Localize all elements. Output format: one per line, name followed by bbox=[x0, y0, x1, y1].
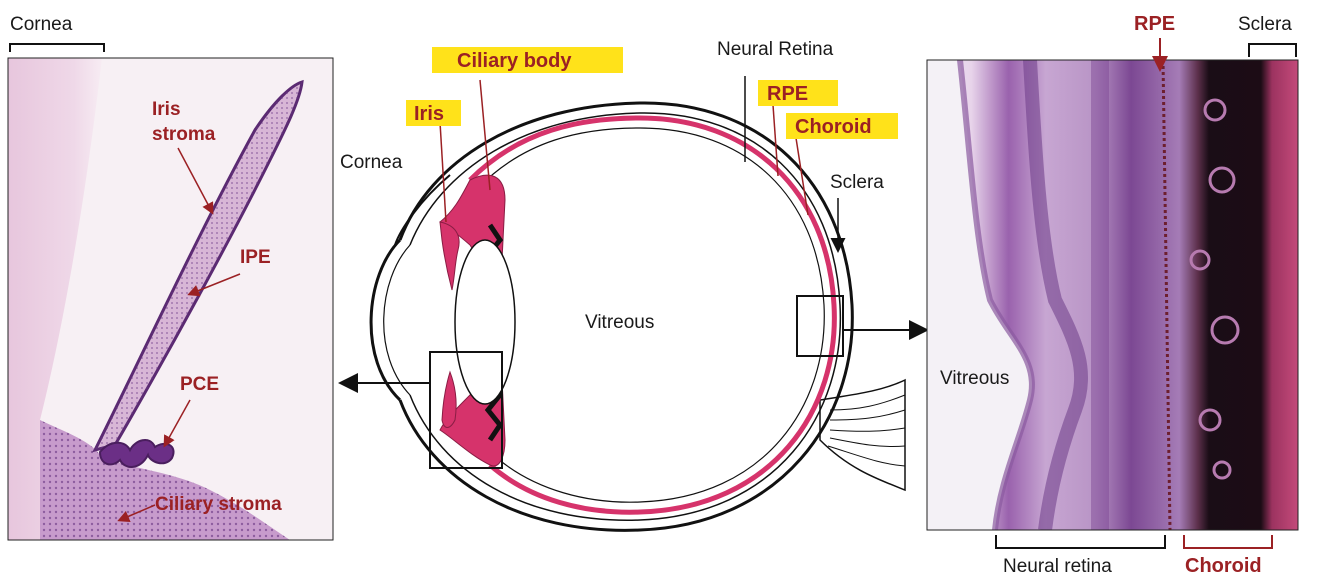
iris-label: Iris bbox=[414, 103, 444, 125]
rpe-label: RPE bbox=[767, 83, 808, 105]
right-rpe-label: RPE bbox=[1134, 13, 1175, 35]
cornea-bracket-label: Cornea bbox=[10, 14, 73, 35]
pce-label: PCE bbox=[180, 374, 219, 395]
iris-stroma-label-line2: stroma bbox=[152, 124, 216, 145]
vitreous-label: Vitreous bbox=[585, 312, 654, 333]
ciliary-stroma-label: Ciliary stroma bbox=[155, 494, 282, 515]
iris-stroma-label-line1: Iris bbox=[152, 99, 181, 120]
iris-top bbox=[440, 222, 459, 290]
cornea-bracket bbox=[10, 44, 104, 52]
ipe-label: IPE bbox=[240, 247, 271, 268]
pce-tissue bbox=[100, 440, 174, 467]
ciliary-body-label: Ciliary body bbox=[457, 50, 572, 72]
cornea-label: Cornea bbox=[340, 152, 403, 173]
optic-nerve bbox=[820, 380, 905, 490]
right-histology-panel: RPE Sclera Vitreous Neural retina Choroi… bbox=[927, 13, 1298, 577]
left-histology-panel: Cornea Iris stroma IPE PCE Ciliary strom… bbox=[8, 14, 333, 540]
eye-schematic bbox=[371, 76, 905, 530]
choroid-bracket bbox=[1184, 535, 1272, 548]
choroid-label: Choroid bbox=[795, 116, 872, 138]
cornea-outline bbox=[371, 240, 400, 400]
choroid-bottom-label: Choroid bbox=[1185, 555, 1262, 577]
iris-bottom bbox=[442, 372, 456, 428]
sclera-label: Sclera bbox=[830, 172, 884, 193]
neural-retina-label: Neural Retina bbox=[717, 39, 834, 60]
sclera-bracket bbox=[1249, 44, 1296, 57]
lens bbox=[455, 240, 515, 404]
right-vitreous-label: Vitreous bbox=[940, 368, 1009, 389]
right-sclera-label: Sclera bbox=[1238, 14, 1292, 35]
neural-retina-bottom-label: Neural retina bbox=[1003, 556, 1112, 577]
neural-retina-bracket bbox=[996, 535, 1165, 548]
